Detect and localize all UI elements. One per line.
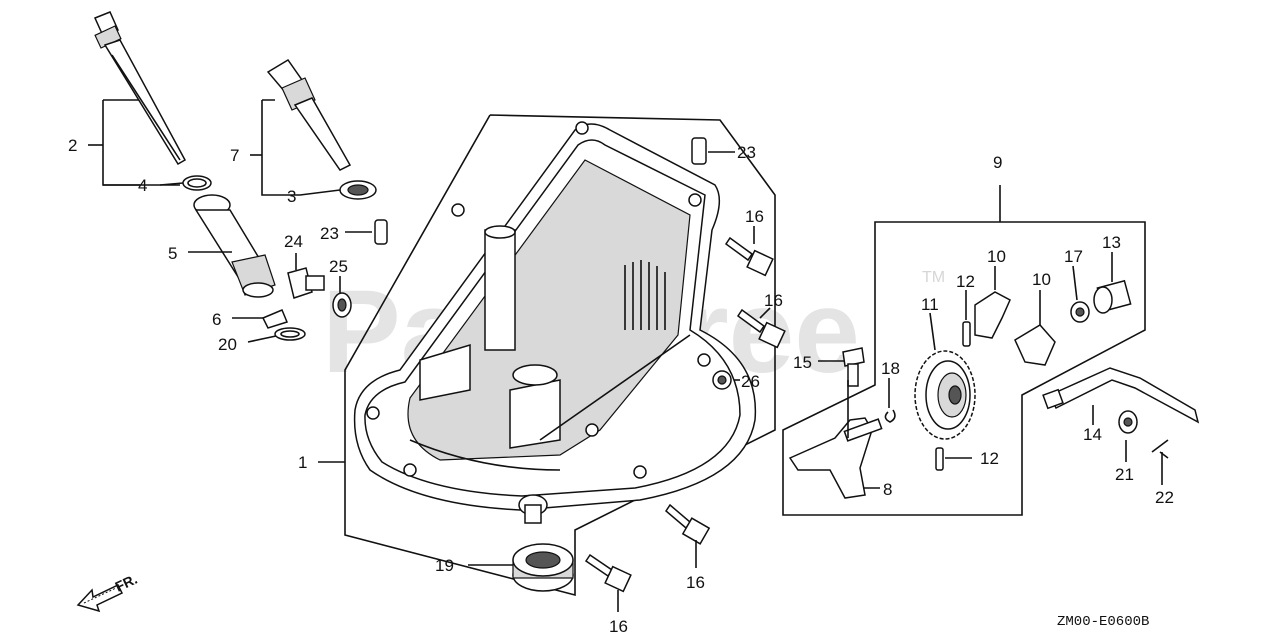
callout-25: 25 — [329, 257, 348, 276]
clip-18 — [884, 409, 896, 423]
bolt-16a — [724, 236, 774, 277]
callout-8: 8 — [883, 480, 892, 499]
callout-5: 5 — [168, 244, 177, 263]
weight-10b — [1014, 324, 1056, 366]
bolt-16d — [584, 553, 632, 593]
weight-10a — [974, 291, 1011, 339]
dowel-pin-23b — [691, 137, 707, 165]
bracket-part-9 — [782, 185, 1146, 516]
callout-23b: 23 — [737, 143, 756, 162]
filler-neck — [193, 194, 276, 298]
callout-23a: 23 — [320, 224, 339, 243]
callout-17: 17 — [1064, 247, 1083, 266]
callout-11: 11 — [921, 295, 939, 314]
callout-9: 9 — [993, 153, 1002, 172]
callout-24: 24 — [284, 232, 303, 251]
callout-16b: 16 — [764, 291, 783, 310]
pin-12a — [962, 321, 971, 347]
callout-10a: 10 — [987, 247, 1006, 266]
pin-22 — [1151, 439, 1169, 459]
dipstick-short — [266, 58, 352, 171]
leader-lines — [88, 144, 1163, 612]
callout-15: 15 — [793, 353, 812, 372]
callout-16c: 16 — [686, 573, 705, 592]
oil-seal-19 — [512, 543, 574, 592]
callout-2: 2 — [68, 136, 77, 155]
bolt-16b — [736, 308, 786, 349]
bracket-part-7 — [261, 99, 300, 196]
front-arrow-icon — [76, 584, 124, 613]
callout-16a: 16 — [745, 207, 764, 226]
governor-arm-14 — [1042, 367, 1200, 424]
callout-16d: 16 — [609, 617, 628, 636]
callout-3: 3 — [287, 187, 296, 206]
callout-14: 14 — [1083, 425, 1102, 444]
bolt-16c — [665, 503, 711, 545]
callout-7: 7 — [230, 146, 239, 165]
bracket-part-2 — [102, 100, 140, 186]
callout-18: 18 — [881, 359, 900, 378]
callouts: 2 4 5 6 20 7 3 23 24 25 23 16 16 26 1 19… — [68, 136, 1174, 636]
bracket-part-1 — [344, 114, 776, 597]
callout-13: 13 — [1102, 233, 1121, 252]
dowel-pin-23a — [374, 219, 388, 245]
dipstick-long — [93, 11, 187, 166]
pin-12b — [935, 447, 944, 471]
governor-gear-11 — [914, 350, 976, 440]
slider-13 — [1093, 279, 1132, 314]
oil-pan — [353, 121, 757, 524]
callout-12a: 12 — [956, 272, 975, 291]
callout-4: 4 — [138, 176, 147, 195]
callout-6: 6 — [212, 310, 221, 329]
callout-22: 22 — [1155, 488, 1174, 507]
callout-10b: 10 — [1032, 270, 1051, 289]
diagram-code: ZM00-E0600B — [1057, 614, 1149, 630]
callout-21: 21 — [1115, 465, 1134, 484]
callout-19: 19 — [435, 556, 454, 575]
drain-bolt-24 — [287, 267, 325, 299]
clip-6 — [261, 309, 289, 329]
callout-26: 26 — [741, 372, 760, 391]
front-indicator: FR. — [76, 571, 140, 613]
washer-20 — [274, 327, 306, 341]
callout-20: 20 — [218, 335, 237, 354]
callout-12b: 12 — [980, 449, 999, 468]
callout-1: 1 — [298, 453, 307, 472]
watermark-trademark: TM — [922, 269, 945, 286]
front-label: FR. — [113, 571, 140, 595]
